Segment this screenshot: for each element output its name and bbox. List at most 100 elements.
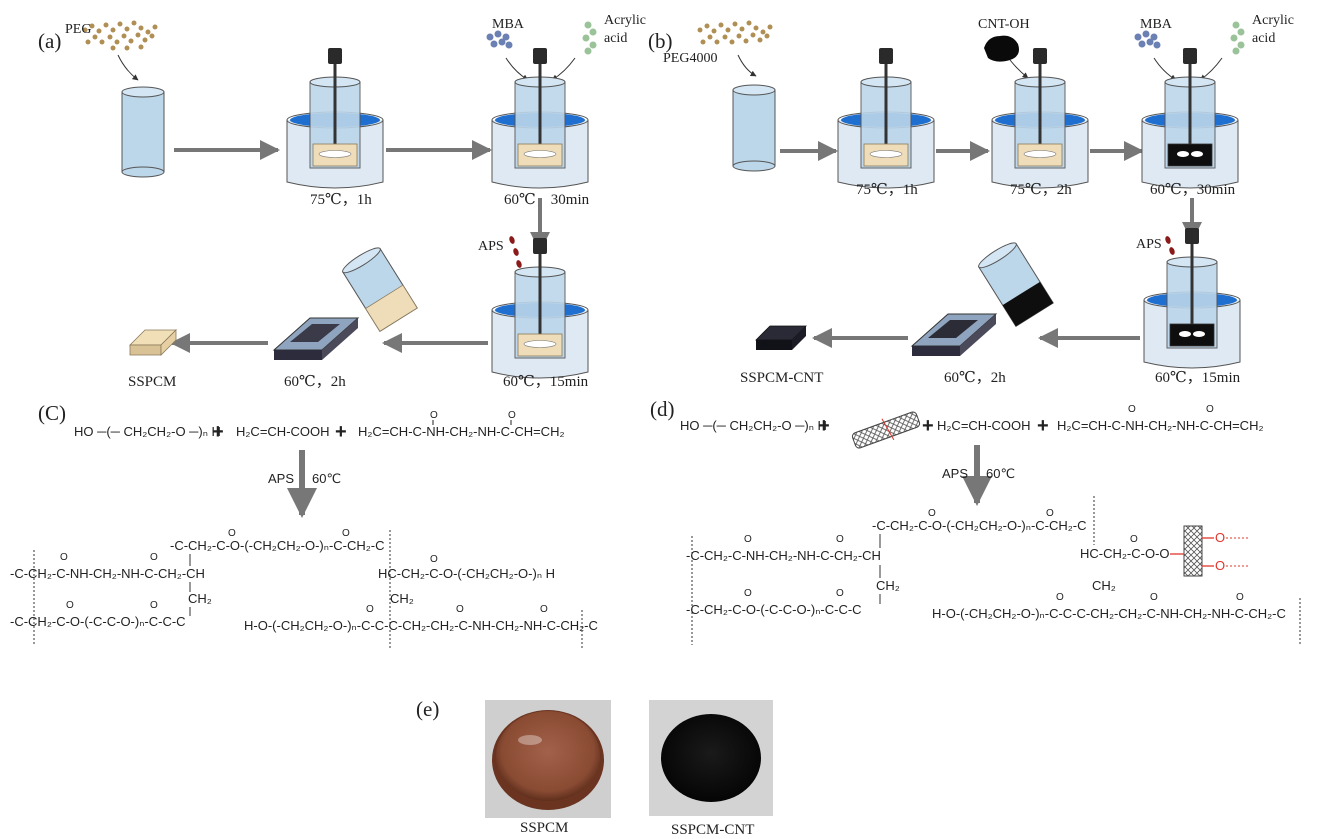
svg-text:O: O	[836, 534, 844, 545]
carbonyl-o: O	[430, 410, 438, 421]
carbonyl-o: O	[1128, 404, 1136, 415]
reagent-acrylic-label-2: acid	[604, 31, 627, 46]
stirred-beaker-4	[1142, 226, 1242, 370]
svg-text:HC-CH₂-C-O-(-CH₂CH₂-O-)ₙ H: HC-CH₂-C-O-(-CH₂CH₂-O-)ₙ H	[378, 566, 555, 581]
reagent-peg4000-label: PEG4000	[663, 51, 717, 66]
svg-text:-C-CH₂-C-O-(-CH₂CH₂-O-)ₙ-C-CH₂: -C-CH₂-C-O-(-CH₂CH₂-O-)ₙ-C-CH₂-C	[170, 538, 385, 553]
step3-label: 60℃，15min	[503, 374, 589, 390]
svg-text:O: O	[1056, 592, 1064, 603]
aps-icon	[509, 236, 522, 268]
condition-temp: 60℃	[986, 466, 1015, 481]
svg-text:H-O-(-CH₂CH₂-O-)ₙ-C-C-C-CH₂-CH: H-O-(-CH₂CH₂-O-)ₙ-C-C-C-CH₂-CH₂-C-NH-CH₂…	[932, 606, 1286, 621]
svg-text:O: O	[150, 552, 158, 563]
reagent-aps-label: APS	[478, 239, 504, 254]
carbonyl-o: O	[508, 410, 516, 421]
reagent-peg-label: PEG	[65, 22, 91, 37]
acrylic-acid-icon	[1230, 21, 1245, 55]
peg4000-powder-icon	[697, 20, 773, 45]
plus-sign: +	[818, 415, 830, 437]
mba-icon	[486, 30, 513, 49]
stirred-beaker-2	[490, 46, 590, 190]
photo1-caption: SSPCM	[520, 820, 568, 836]
svg-text:O: O	[1236, 592, 1244, 603]
panel-c-label: (C)	[38, 401, 66, 425]
reagent-cnt-label: CNT-OH	[978, 17, 1030, 32]
svg-text:O: O	[744, 588, 752, 599]
plus-sign: +	[922, 415, 934, 437]
step2-label: 60℃，30min	[504, 192, 590, 208]
step4-label: 60℃，2h	[284, 374, 346, 390]
empty-beaker	[732, 84, 776, 172]
photo2-caption: SSPCM-CNT	[671, 822, 754, 838]
sspcm-cnt-block	[755, 325, 807, 350]
sspcm-block	[129, 329, 177, 356]
panel-b: (b) PEG4000 75℃，1h CNT-OH	[648, 13, 1294, 386]
svg-text:O: O	[540, 604, 548, 615]
reactant-mba: H₂C=CH-C-NH-CH₂-NH-C-CH=CH₂	[1057, 418, 1264, 433]
svg-text:O: O	[744, 534, 752, 545]
svg-text:O: O	[342, 528, 350, 539]
sspcm-cnt-photo	[649, 700, 773, 816]
mba-icon	[1134, 30, 1161, 49]
condition-aps: APS	[942, 466, 968, 481]
pouring-beaker	[978, 242, 1054, 328]
svg-text:O: O	[430, 554, 438, 565]
svg-text:-C-CH₂-C-O-(-C-C-O-)ₙ-C-C-C: -C-CH₂-C-O-(-C-C-O-)ₙ-C-C-C	[686, 602, 862, 617]
reactant-peg: HO ─(─ CH₂CH₂-O ─)ₙ H	[680, 418, 827, 433]
reagent-acrylic-label-2: acid	[1252, 31, 1275, 46]
reactant-peg: HO ─(─ CH₂CH₂-O ─)ₙ H	[74, 424, 221, 439]
reactant-acrylic-acid: H₂C=CH-COOH	[236, 424, 330, 439]
svg-text:-C-CH₂-C-O-(-CH₂CH₂-O-)ₙ-C-CH₂: -C-CH₂-C-O-(-CH₂CH₂-O-)ₙ-C-CH₂-C	[872, 518, 1087, 533]
step5-label: 60℃，2h	[944, 370, 1006, 386]
empty-beaker	[121, 86, 165, 178]
plus-sign: +	[212, 421, 224, 443]
acrylic-acid-icon	[582, 21, 597, 55]
svg-text:O: O	[66, 600, 74, 611]
sspcm-photo	[485, 700, 611, 818]
svg-text:HC-CH₂-C-O-O: HC-CH₂-C-O-O	[1080, 546, 1170, 561]
stirred-beaker-1	[285, 46, 385, 190]
stirred-beaker-2	[990, 46, 1090, 190]
peg-powder-icon	[82, 20, 158, 51]
reagent-aps-label: APS	[1136, 237, 1162, 252]
svg-text:O: O	[1130, 534, 1138, 545]
step4-label: 60℃，15min	[1155, 370, 1241, 386]
svg-text:O: O	[228, 528, 236, 539]
cnt-oh-powder-icon	[984, 35, 1019, 62]
panel-b-label: (b)	[648, 29, 673, 53]
step1-label: 75℃，1h	[310, 192, 372, 208]
panel-e: (e) SSPCM SSPCM-CNT	[416, 697, 773, 838]
plus-sign: +	[1037, 415, 1049, 437]
carbonyl-o: O	[1206, 404, 1214, 415]
svg-text:CH₂: CH₂	[390, 591, 414, 606]
panel-d: (d) HO ─(─ CH₂CH₂-O ─)ₙ H + + H₂C=CH-COO…	[650, 397, 1301, 645]
step2-label: 75℃，2h	[1010, 182, 1072, 198]
svg-text:O: O	[1215, 530, 1225, 545]
svg-text:-C-CH₂-C-NH-CH₂-NH-C-CH₂-CH: -C-CH₂-C-NH-CH₂-NH-C-CH₂-CH	[686, 548, 881, 563]
panel-a: (a) PEG	[38, 13, 646, 390]
stirred-beaker-1	[836, 46, 936, 190]
product-label: SSPCM	[128, 374, 176, 390]
stirred-beaker-3	[490, 236, 590, 380]
stirred-beaker-3	[1140, 46, 1240, 190]
svg-text:O: O	[836, 588, 844, 599]
svg-text:-C-CH₂-C-O-(-C-C-O-)ₙ-C-C-C: -C-CH₂-C-O-(-C-C-O-)ₙ-C-C-C	[10, 614, 186, 629]
svg-text:O: O	[928, 508, 936, 519]
svg-text:H-O-(-CH₂CH₂-O-)ₙ-C-C-C-CH₂-CH: H-O-(-CH₂CH₂-O-)ₙ-C-C-C-CH₂-CH₂-C-NH-CH₂…	[244, 618, 598, 633]
reactant-mba: H₂C=CH-C-NH-CH₂-NH-C-CH=CH₂	[358, 424, 565, 439]
svg-text:CH₂: CH₂	[876, 578, 900, 593]
mold-tray	[910, 313, 998, 356]
svg-text:CH₂: CH₂	[1092, 578, 1116, 593]
panel-e-label: (e)	[416, 697, 439, 721]
svg-text:O: O	[456, 604, 464, 615]
mold-tray	[272, 317, 360, 360]
svg-text:O: O	[60, 552, 68, 563]
condition-aps: APS	[268, 471, 294, 486]
reagent-acrylic-label-1: Acrylic	[604, 13, 646, 28]
svg-text:O: O	[366, 604, 374, 615]
polymer-network-d: -C-CH₂-C-NH-CH₂-NH-C-CH₂-CH O O -C-CH₂-C…	[686, 496, 1301, 645]
panel-a-label: (a)	[38, 29, 61, 53]
polymer-network-c: -C-CH₂-C-NH-CH₂-NH-C-CH₂-CH O O -C-CH₂-C…	[10, 528, 598, 650]
svg-text:CH₂: CH₂	[188, 591, 212, 606]
reagent-mba-label: MBA	[1140, 17, 1173, 32]
